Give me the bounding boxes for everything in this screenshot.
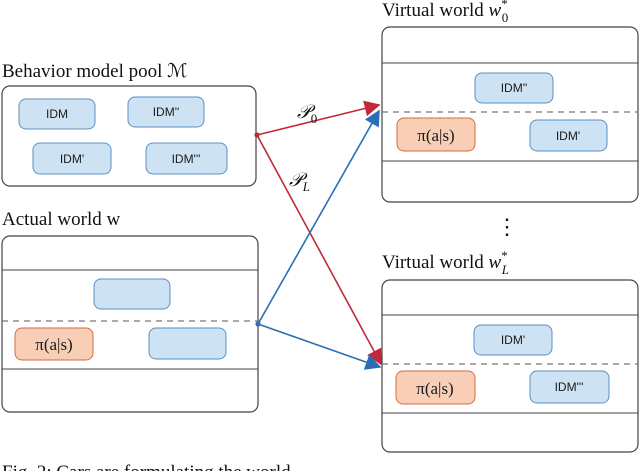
virtualL-car-top-label: IDM'	[501, 333, 525, 347]
pool-car-3: IDM'	[32, 142, 112, 175]
actual-label: Actual world w	[2, 209, 120, 230]
virtual0-car-right: IDM'	[529, 119, 608, 152]
virtualL-label: Virtual world w*L	[382, 248, 509, 277]
virtualL-policy-car: π(a|s)	[395, 370, 476, 405]
virtual0-car-top-label: IDM''	[501, 81, 528, 95]
virtualL-car-right: IDM'''	[529, 370, 610, 404]
arrow-actual-to-virtualL	[257, 323, 382, 370]
arrow-actual-to-virtual0	[257, 109, 380, 325]
ellipsis: ⋮	[496, 214, 518, 239]
actual-box	[1, 235, 259, 413]
actual-car-top	[93, 278, 171, 310]
virtual0-policy-car: π(a|s)	[396, 117, 476, 152]
virtual0-policy-label: π(a|s)	[417, 126, 454, 145]
virtualL-car-top: IDM'	[473, 324, 553, 356]
pool-car-1: IDM	[18, 98, 96, 130]
figure-caption: Fig. 2: Cars are formulating the world..…	[2, 462, 305, 471]
arrow-pool-to-virtual0	[256, 100, 381, 136]
pool-car-4-label: IDM'''	[172, 152, 201, 166]
actual-policy-car: π(a|s)	[14, 327, 94, 361]
virtual0-car-right-label: IDM'	[556, 129, 580, 143]
p0-label: 𝒫0	[297, 102, 317, 126]
virtualL-box	[381, 279, 639, 453]
actual-policy-label: π(a|s)	[35, 335, 72, 354]
virtual0-car-top: IDM''	[474, 72, 554, 104]
pl-label: 𝒫L	[289, 170, 310, 194]
pool-car-1-label: IDM	[46, 107, 68, 121]
pool-car-2-label: IDM''	[153, 105, 180, 119]
pool-car-2: IDM''	[127, 96, 205, 128]
virtualL-car-right-label: IDM'''	[555, 380, 584, 394]
virtual0-box	[381, 26, 639, 203]
actual-car-right	[148, 327, 227, 360]
virtualL-policy-label: π(a|s)	[416, 379, 453, 398]
pool-car-4: IDM'''	[145, 142, 228, 175]
pool-car-3-label: IDM'	[60, 152, 84, 166]
actual-arrow-origin	[255, 321, 261, 327]
pool-arrow-origin	[254, 132, 260, 138]
virtual0-label: Virtual world w*0	[382, 0, 508, 25]
arrow-pool-to-virtualL	[256, 134, 382, 366]
pool-label: Behavior model pool ℳ	[2, 61, 187, 82]
